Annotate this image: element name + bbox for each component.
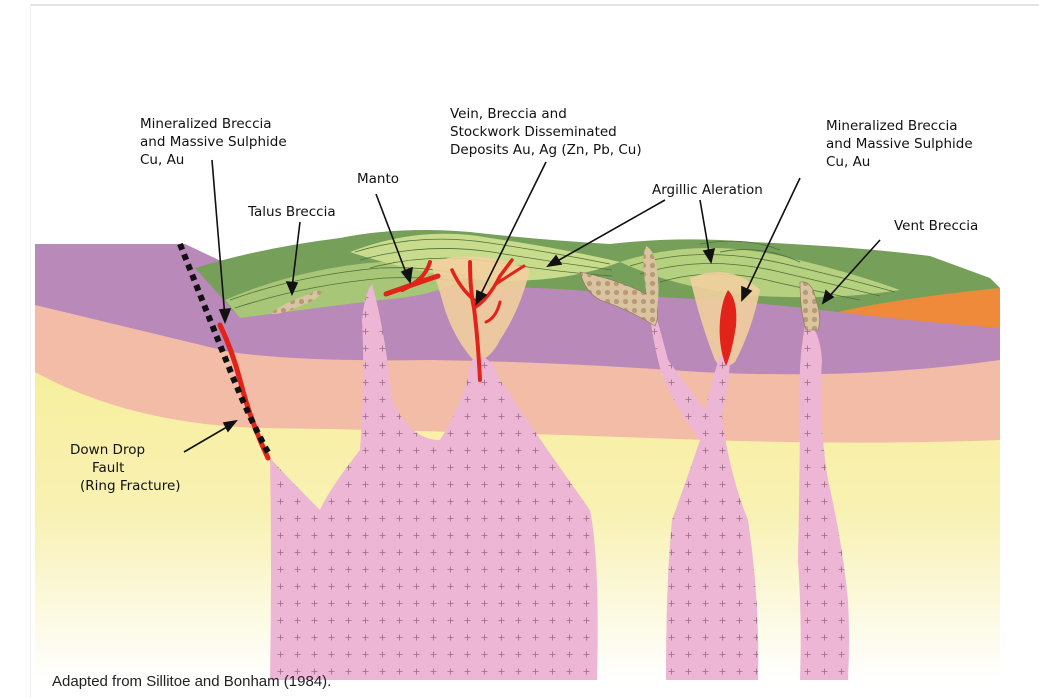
source-caption: Adapted from Sillitoe and Bonham (1984). — [52, 673, 331, 690]
label-left-mineralized: Mineralized Breccia and Massive Sulphide… — [140, 116, 287, 168]
svg-text:(Ring Fracture): (Ring Fracture) — [80, 478, 181, 494]
svg-text:Deposits Au, Ag (Zn, Pb, Cu): Deposits Au, Ag (Zn, Pb, Cu) — [450, 142, 642, 158]
label-talus-breccia: Talus Breccia — [247, 204, 336, 220]
svg-text:Cu, Au: Cu, Au — [826, 154, 870, 170]
label-argillic: Argillic Aleration — [652, 182, 763, 198]
svg-text:Mineralized Breccia: Mineralized Breccia — [140, 116, 272, 132]
label-vein: Vein, Breccia and Stockwork Disseminated… — [450, 106, 642, 158]
svg-text:and Massive Sulphide: and Massive Sulphide — [140, 134, 287, 150]
svg-text:Stockwork Disseminated: Stockwork Disseminated — [450, 124, 617, 140]
svg-text:and Massive Sulphide: and Massive Sulphide — [826, 136, 973, 152]
svg-text:Fault: Fault — [92, 460, 124, 476]
svg-text:Down Drop: Down Drop — [70, 442, 145, 458]
label-manto: Manto — [357, 171, 399, 187]
label-right-mineralized: Mineralized Breccia and Massive Sulphide… — [826, 118, 973, 170]
label-vent-breccia: Vent Breccia — [894, 218, 978, 234]
svg-text:Vein, Breccia and: Vein, Breccia and — [450, 106, 567, 122]
svg-text:Cu, Au: Cu, Au — [140, 152, 184, 168]
svg-text:Mineralized Breccia: Mineralized Breccia — [826, 118, 958, 134]
